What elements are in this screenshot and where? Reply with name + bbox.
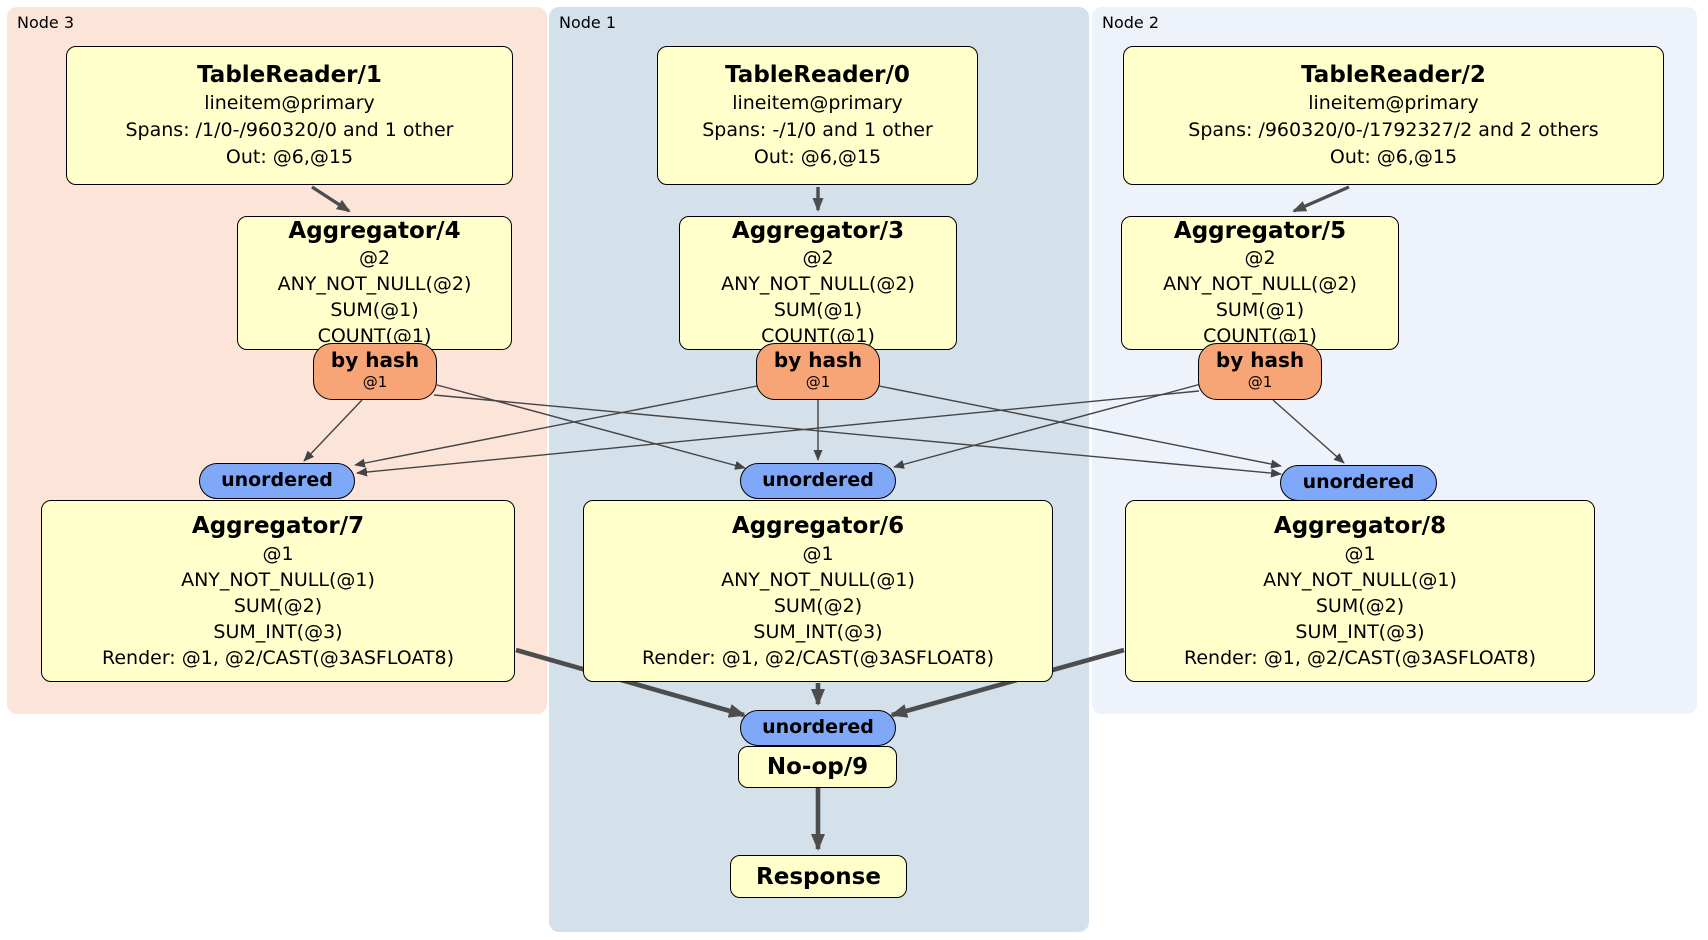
node-detail-line: ANY_NOT_NULL(@1) [1263,569,1457,591]
node-detail-line: Out: @6,@15 [1329,146,1458,168]
node-tablereader-1: TableReader/1 lineitem@primary Spans: /1… [66,46,513,185]
node-detail-line: @1 [262,543,294,565]
router-key: @1 [362,373,388,391]
node-title: Aggregator/5 [1173,217,1347,244]
node-detail-line: Spans: -/1/0 and 1 other [702,119,933,141]
node-title: No-op/9 [766,754,869,780]
node-detail-line: SUM_INT(@3) [1295,621,1425,643]
node-detail-line: lineitem@primary [1308,92,1479,114]
router-key: @1 [805,373,831,391]
node-detail-line: SUM(@1) [330,298,419,321]
node-title: Aggregator/6 [731,513,905,539]
sync-unordered-final: unordered [740,710,896,746]
node-detail-line: @2 [802,246,834,269]
node-tablereader-0: TableReader/0 lineitem@primary Spans: -/… [657,46,978,185]
node-aggregator-8: Aggregator/8 @1 ANY_NOT_NULL(@1) SUM(@2)… [1125,500,1595,682]
node-aggregator-5: Aggregator/5 @2 ANY_NOT_NULL(@2) SUM(@1)… [1121,216,1399,350]
node-title: Aggregator/7 [191,513,365,539]
node-detail-line: Render: @1, @2/CAST(@3ASFLOAT8) [642,647,994,669]
node-detail-line: COUNT(@1) [317,324,432,347]
node-title: TableReader/0 [725,62,910,88]
router-label: by hash [773,348,863,372]
node-title: TableReader/2 [1301,62,1486,88]
node-detail-line: ANY_NOT_NULL(@2) [1163,272,1357,295]
node-detail-line: @2 [358,246,391,269]
node-detail-line: Spans: /1/0-/960320/0 and 1 other [125,119,454,141]
node-detail-line: SUM_INT(@3) [753,621,883,643]
node-detail-line: lineitem@primary [204,92,375,114]
node-detail-line: COUNT(@1) [761,324,875,347]
node-title: Response [756,863,881,890]
node-detail-line: Spans: /960320/0-/1792327/2 and 2 others [1188,119,1599,141]
router-label: by hash [1215,348,1305,372]
node-detail-line: SUM(@2) [1315,595,1405,617]
sync-unordered-node2: unordered [1280,465,1437,501]
region-node3-label: Node 3 [17,13,75,32]
sync-unordered-node1: unordered [740,463,896,499]
node-detail-line: @1 [1344,543,1376,565]
node-detail-line: SUM(@2) [233,595,323,617]
node-response: Response [730,855,907,898]
node-title: Aggregator/4 [288,217,461,244]
node-detail-line: SUM_INT(@3) [213,621,343,643]
region-node2-label: Node 2 [1102,13,1160,32]
router-by-hash-node1: by hash @1 [756,343,880,400]
node-aggregator-4: Aggregator/4 @2 ANY_NOT_NULL(@2) SUM(@1)… [237,216,512,350]
region-node1-label: Node 1 [559,13,617,32]
node-title: TableReader/1 [197,62,382,88]
node-detail-line: lineitem@primary [732,92,903,114]
node-detail-line: @2 [1244,246,1276,269]
router-by-hash-node2: by hash @1 [1198,343,1322,400]
node-detail-line: Out: @6,@15 [225,146,354,168]
node-detail-line: ANY_NOT_NULL(@1) [721,569,915,591]
node-detail-line: @1 [802,543,834,565]
node-detail-line: ANY_NOT_NULL(@1) [181,569,375,591]
node-detail-line: SUM(@2) [773,595,863,617]
node-detail-line: Render: @1, @2/CAST(@3ASFLOAT8) [102,647,454,669]
node-detail-line: COUNT(@1) [1203,324,1317,347]
sync-unordered-node3: unordered [199,463,355,499]
node-detail-line: SUM(@1) [773,298,863,321]
router-by-hash-node3: by hash @1 [313,343,437,400]
node-aggregator-3: Aggregator/3 @2 ANY_NOT_NULL(@2) SUM(@1)… [679,216,957,350]
node-detail-line: ANY_NOT_NULL(@2) [277,272,472,295]
router-key: @1 [1247,373,1273,391]
node-noop-9: No-op/9 [738,746,897,788]
node-tablereader-2: TableReader/2 lineitem@primary Spans: /9… [1123,46,1664,185]
router-label: by hash [330,348,420,372]
node-aggregator-7: Aggregator/7 @1 ANY_NOT_NULL(@1) SUM(@2)… [41,500,515,682]
node-detail-line: SUM(@1) [1215,298,1305,321]
node-detail-line: Render: @1, @2/CAST(@3ASFLOAT8) [1184,647,1536,669]
node-aggregator-6: Aggregator/6 @1 ANY_NOT_NULL(@1) SUM(@2)… [583,500,1053,682]
node-detail-line: ANY_NOT_NULL(@2) [721,272,915,295]
node-title: Aggregator/8 [1273,513,1447,539]
node-detail-line: Out: @6,@15 [753,146,882,168]
node-title: Aggregator/3 [731,217,905,244]
